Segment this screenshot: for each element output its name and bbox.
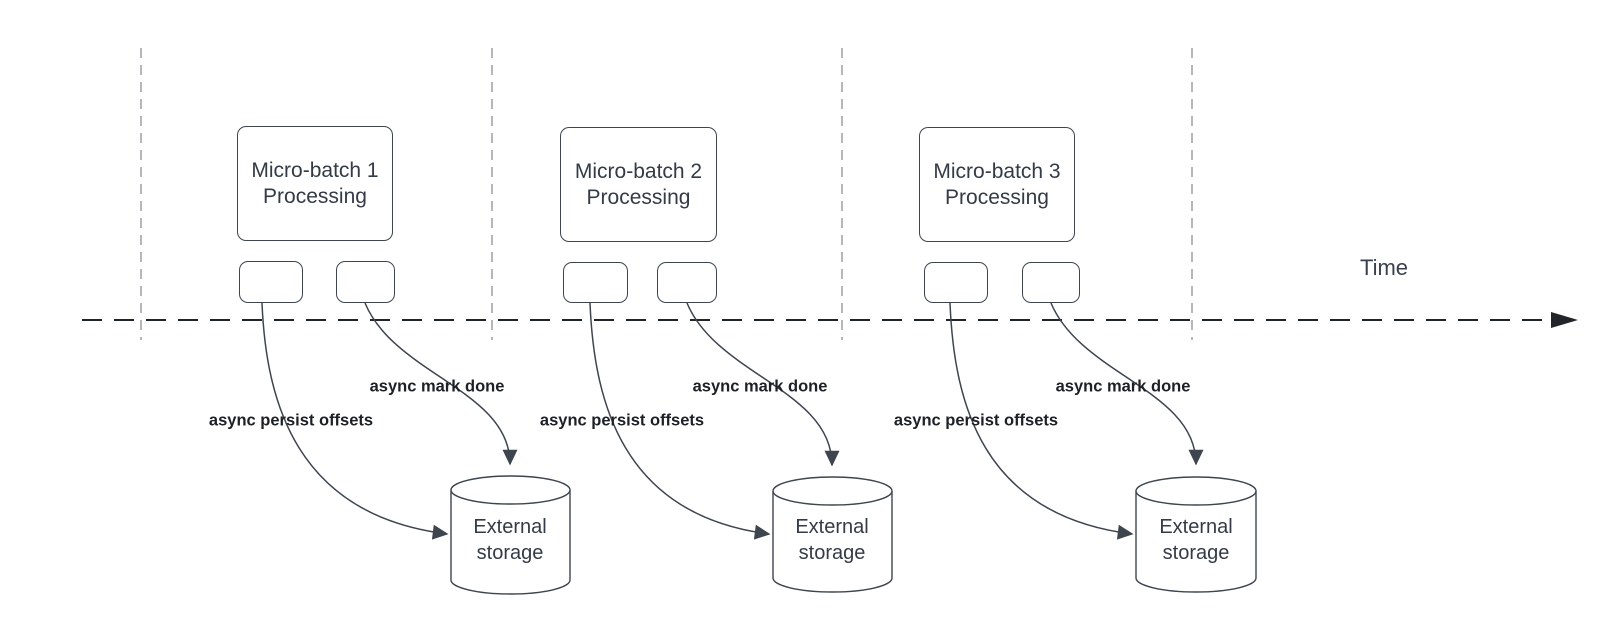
external-storage-label-2-line1: External bbox=[795, 516, 869, 538]
storage-cylinder-1 bbox=[450, 475, 571, 595]
mark-done-label-1: async mark done bbox=[369, 377, 505, 396]
external-storage-label-1-line1: External bbox=[473, 516, 547, 538]
mark-done-label-3: async mark done bbox=[1055, 377, 1191, 396]
mark-done-arrow-3 bbox=[1050, 302, 1204, 466]
micro-batch-2-box bbox=[560, 127, 717, 242]
time-axis-arrowhead-icon bbox=[1551, 312, 1578, 328]
micro-batch-3-label-line1: Micro-batch 3 bbox=[933, 159, 1061, 183]
mark-done-task-box-3 bbox=[1022, 262, 1080, 303]
external-storage-label-3-line2: storage bbox=[1162, 542, 1230, 564]
persist-offsets-arrow-1 bbox=[261, 302, 449, 540]
external-storage-label-2-line2: storage bbox=[798, 542, 866, 564]
micro-batch-2-label: Micro-batch 2 Processing bbox=[560, 127, 717, 242]
offset-task-box-3 bbox=[924, 262, 988, 303]
persist-offsets-label-1: async persist offsets bbox=[208, 411, 374, 430]
external-storage-label-1: External storage bbox=[473, 514, 546, 566]
external-storage-label-1-line2: storage bbox=[476, 542, 544, 564]
micro-batch-3-label-line2: Processing bbox=[945, 185, 1049, 209]
mark-done-task-box-2 bbox=[657, 262, 717, 303]
external-storage-label-3: External storage bbox=[1159, 514, 1232, 566]
persist-offsets-arrow-3 bbox=[949, 302, 1134, 540]
micro-batch-1-label-line1: Micro-batch 1 bbox=[251, 158, 379, 182]
storage-cylinder-3 bbox=[1135, 476, 1257, 593]
micro-batch-1-box bbox=[237, 126, 393, 241]
offset-task-box-2 bbox=[563, 262, 628, 303]
offset-task-box-1 bbox=[239, 261, 303, 303]
persist-offsets-label-3: async persist offsets bbox=[893, 411, 1059, 430]
persist-offsets-arrow-2 bbox=[589, 302, 771, 540]
persist-offsets-label-2: async persist offsets bbox=[539, 411, 705, 430]
micro-batch-2-label-line1: Micro-batch 2 bbox=[574, 159, 703, 183]
external-storage-label-3-line1: External bbox=[1159, 516, 1233, 538]
mark-done-task-box-1 bbox=[336, 261, 395, 303]
time-axis-label: Time bbox=[1359, 255, 1409, 280]
storage-cylinder-2 bbox=[772, 476, 893, 593]
micro-batch-1-label: Micro-batch 1 Processing bbox=[237, 126, 393, 241]
mark-done-arrow-2 bbox=[686, 302, 840, 467]
micro-batch-2-label-line2: Processing bbox=[586, 185, 691, 209]
micro-batch-1-label-line2: Processing bbox=[263, 184, 367, 208]
external-storage-label-2: External storage bbox=[795, 514, 868, 566]
micro-batch-3-label: Micro-batch 3 Processing bbox=[919, 127, 1075, 242]
micro-batch-3-box bbox=[919, 127, 1075, 242]
mark-done-label-2: async mark done bbox=[692, 377, 828, 396]
mark-done-arrow-1 bbox=[364, 302, 518, 466]
